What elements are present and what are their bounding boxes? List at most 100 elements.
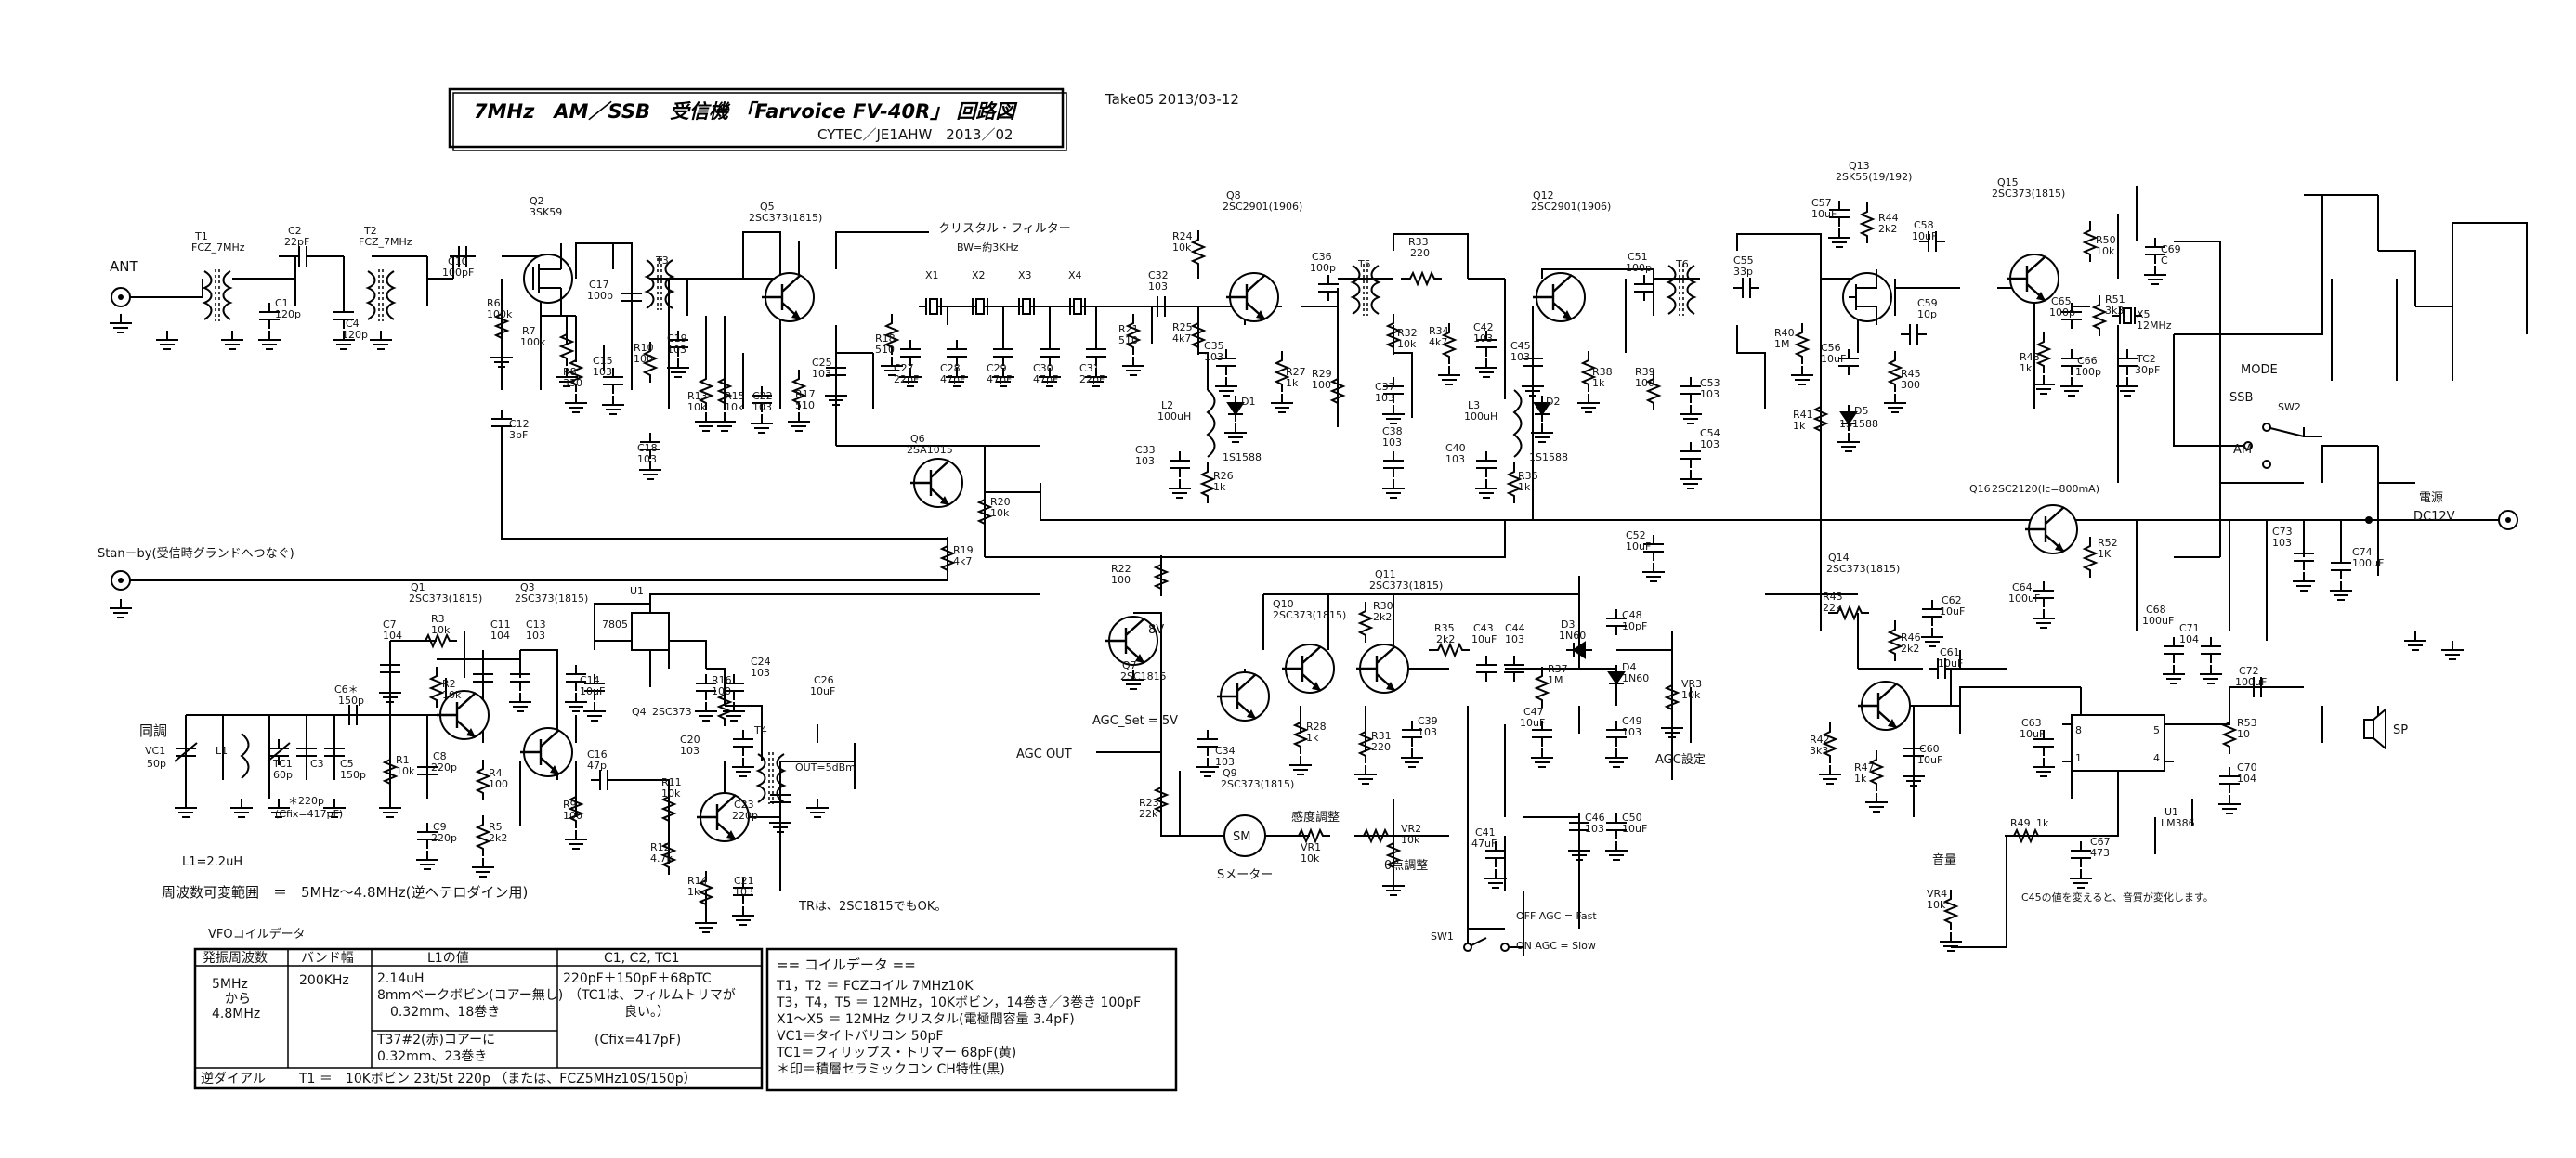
sw2-switch-icon[interactable] xyxy=(2243,441,2253,450)
svg-text:C23: C23 xyxy=(734,799,754,811)
svg-text:T4: T4 xyxy=(753,724,767,736)
tr-note: TRは、2SC1815でもOK。 xyxy=(798,900,947,914)
v8-label: 8V xyxy=(1148,623,1164,637)
svg-text:10k: 10k xyxy=(442,689,462,701)
svg-text:C28: C28 xyxy=(940,362,961,374)
svg-text:220p: 220p xyxy=(431,761,457,774)
svg-text:30pF: 30pF xyxy=(2135,364,2160,376)
svg-text:103: 103 xyxy=(1382,436,1402,449)
svg-text:120p: 120p xyxy=(342,329,368,341)
svg-text:2SC2901(1906): 2SC2901(1906) xyxy=(1531,201,1611,213)
svg-text:2.14uH: 2.14uH xyxy=(377,971,425,986)
svg-text:R4: R4 xyxy=(489,767,503,779)
svg-text:1k: 1k xyxy=(1518,481,1531,493)
svg-text:C2: C2 xyxy=(288,225,302,237)
svg-text:C38: C38 xyxy=(1382,425,1403,437)
svg-text:C73: C73 xyxy=(2272,526,2293,538)
svg-text:Q12: Q12 xyxy=(1533,189,1554,202)
svg-text:100: 100 xyxy=(563,810,582,822)
svg-text:C71: C71 xyxy=(2179,622,2200,634)
svg-text:47pF: 47pF xyxy=(940,373,965,385)
svg-text:R1: R1 xyxy=(396,754,410,766)
svg-text:逆ダイアル: 逆ダイアル xyxy=(201,1072,266,1086)
svg-text:100uH: 100uH xyxy=(1464,410,1497,423)
svg-text:T1 ＝ 10Kボビン 23t/5t 220p （または、F: T1 ＝ 10Kボビン 23t/5t 220p （または、FCZ5MHz10S/… xyxy=(298,1072,697,1086)
svg-text:T3: T3 xyxy=(655,254,669,267)
svg-text:1k: 1k xyxy=(1793,420,1806,432)
svg-text:10uF: 10uF xyxy=(1626,540,1651,553)
svg-text:100: 100 xyxy=(1111,574,1131,586)
svg-text:C56: C56 xyxy=(1821,342,1841,354)
s-meter-symbol: SM xyxy=(1233,830,1250,844)
svg-text:R5: R5 xyxy=(489,821,503,833)
svg-text:3SK59: 3SK59 xyxy=(530,206,562,218)
svg-text:Q1: Q1 xyxy=(411,581,425,593)
svg-text:2k2: 2k2 xyxy=(1436,633,1455,645)
svg-text:2k2: 2k2 xyxy=(1373,611,1392,623)
svg-text:C65: C65 xyxy=(2051,295,2072,307)
sw1-switch-icon xyxy=(1463,943,1472,952)
svg-text:D4: D4 xyxy=(1622,661,1636,673)
svg-text:10: 10 xyxy=(2237,728,2250,740)
svg-text:103: 103 xyxy=(1585,823,1604,835)
svg-text:C3: C3 xyxy=(310,758,324,770)
svg-text:1k: 1k xyxy=(1592,377,1605,389)
svg-text:R22: R22 xyxy=(1111,563,1131,575)
svg-text:（TC1は、フィルムトリマが: （TC1は、フィルムトリマが xyxy=(569,988,736,1003)
svg-text:22pF: 22pF xyxy=(284,236,309,248)
svg-text:100uF: 100uF xyxy=(2352,557,2384,569)
svg-text:10uF: 10uF xyxy=(1471,633,1497,645)
version-note: Take05 2013/03-12 xyxy=(1105,91,1239,108)
svg-text:VC1＝タイトバリコン 50pF: VC1＝タイトバリコン 50pF xyxy=(777,1029,943,1044)
svg-text:C: C xyxy=(2161,254,2168,267)
svg-text:C64: C64 xyxy=(2012,581,2033,593)
svg-text:C43: C43 xyxy=(1473,622,1494,634)
svg-text:C30: C30 xyxy=(1033,362,1053,374)
q10-transistor-icon xyxy=(1280,643,1336,695)
svg-text:C10: C10 xyxy=(448,255,468,267)
svg-text:1k: 1k xyxy=(2020,362,2033,374)
svg-text:2k2: 2k2 xyxy=(1901,643,1919,655)
svg-text:SW1: SW1 xyxy=(1431,930,1454,943)
svg-text:150p: 150p xyxy=(340,769,366,781)
svg-text:T37#2(赤)コアーに: T37#2(赤)コアーに xyxy=(376,1033,495,1047)
svg-text:D2: D2 xyxy=(1546,396,1560,408)
svg-text:R11: R11 xyxy=(661,776,682,788)
svg-text:1N60: 1N60 xyxy=(1622,672,1649,684)
svg-text:C62: C62 xyxy=(1942,594,1962,606)
svg-text:100p: 100p xyxy=(1626,262,1652,274)
svg-text:8mmベークボビン(コアー無し): 8mmベークボビン(コアー無し) xyxy=(377,988,563,1003)
svg-text:C17: C17 xyxy=(589,279,609,291)
svg-text:C26: C26 xyxy=(814,674,834,686)
svg-text:22pF: 22pF xyxy=(1079,373,1105,385)
svg-text:10k: 10k xyxy=(431,624,451,636)
power-voltage: DC12V xyxy=(2413,510,2455,524)
svg-text:510: 510 xyxy=(875,344,895,356)
svg-text:103: 103 xyxy=(637,453,657,465)
svg-text:良い。）: 良い。） xyxy=(624,1005,670,1020)
speaker-icon xyxy=(2363,707,2386,751)
svg-text:C60: C60 xyxy=(1919,743,1940,755)
svg-text:C54: C54 xyxy=(1700,427,1720,439)
svg-text:4: 4 xyxy=(2153,752,2160,764)
svg-text:4k7: 4k7 xyxy=(1172,332,1191,345)
filter-label: クリスタル・フィルター xyxy=(938,222,1071,236)
svg-text:2SC373(1815): 2SC373(1815) xyxy=(1273,609,1346,621)
svg-text:2SC373(1815): 2SC373(1815) xyxy=(1826,563,1900,575)
svg-text:Q13: Q13 xyxy=(1849,160,1870,172)
svg-text:VC1: VC1 xyxy=(145,745,165,757)
svg-text:X5: X5 xyxy=(2137,308,2151,320)
svg-text:C18: C18 xyxy=(637,442,658,454)
svg-text:C47: C47 xyxy=(1523,706,1544,718)
svg-text:C22: C22 xyxy=(752,390,773,402)
svg-text:D3: D3 xyxy=(1561,618,1575,631)
svg-text:1k: 1k xyxy=(687,886,700,898)
svg-text:2SC373(1815): 2SC373(1815) xyxy=(515,592,588,605)
q5-transistor-icon xyxy=(760,271,816,323)
svg-text:103: 103 xyxy=(1375,392,1394,404)
svg-text:10uF: 10uF xyxy=(1912,230,1937,242)
svg-text:103: 103 xyxy=(1473,332,1493,345)
svg-text:C24: C24 xyxy=(751,656,771,668)
svg-text:2SC373(1815): 2SC373(1815) xyxy=(1992,188,2065,200)
